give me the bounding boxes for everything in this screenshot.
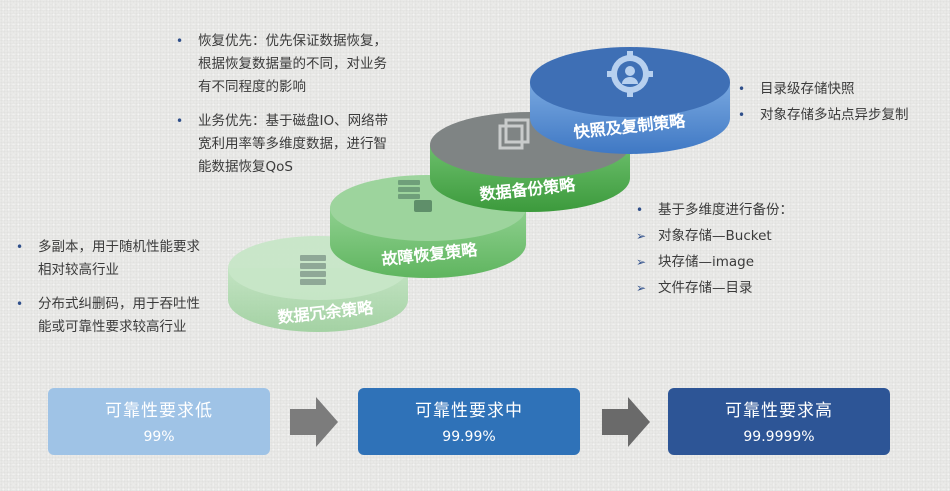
level-value: 99.99% xyxy=(442,429,496,445)
bullet-icon: • xyxy=(16,240,24,254)
note-multi-replica: • 多副本，用于随机性能要求 相对较高行业 xyxy=(14,236,234,282)
left-bottom-notes: • 多副本，用于随机性能要求 相对较高行业 • 分布式纠删码，用于吞吐性 能或可… xyxy=(14,236,234,350)
bullet-icon: • xyxy=(16,297,24,311)
person-gear-icon xyxy=(607,51,653,97)
note-text: 多副本，用于随机性能要求 相对较高行业 xyxy=(38,239,200,278)
note-backup-heading: • 基于多维度进行备份： xyxy=(634,199,834,222)
arrow-bullet-icon: ➢ xyxy=(636,229,647,243)
level-box-medium: 可靠性要求中 99.99% xyxy=(358,388,580,455)
note-text: 分布式纠删码，用于吞吐性 能或可靠性要求较高行业 xyxy=(38,296,200,335)
bullet-icon: • xyxy=(738,82,746,96)
note-object-replication: • 对象存储多站点异步复制 xyxy=(736,104,946,127)
note-text: 对象存储—Bucket xyxy=(658,228,772,244)
note-erasure-code: • 分布式纠删码，用于吞吐性 能或可靠性要求较高行业 xyxy=(14,293,234,339)
bullet-icon: • xyxy=(176,34,184,48)
note-text: 业务优先：基于磁盘IO、网络带 宽利用率等多维度数据，进行智 能数据恢复QoS xyxy=(198,113,389,175)
bullet-icon: • xyxy=(738,108,746,122)
note-backup-file: ➢ 文件存储—目录 xyxy=(634,277,834,300)
server-rack-icon xyxy=(300,255,326,285)
arrow-bullet-icon: ➢ xyxy=(636,255,647,269)
arrow-right-icon xyxy=(602,397,650,447)
note-backup-block: ➢ 块存储—image xyxy=(634,251,834,274)
arrow-right-icon xyxy=(290,397,338,447)
left-top-notes: • 恢复优先：优先保证数据恢复， 根据恢复数据量的不同，对业务 有不同程度的影响… xyxy=(174,30,434,190)
server-restore-icon xyxy=(398,180,432,212)
note-business-first: • 业务优先：基于磁盘IO、网络带 宽利用率等多维度数据，进行智 能数据恢复Qo… xyxy=(174,110,434,179)
level-box-low: 可靠性要求低 99% xyxy=(48,388,270,455)
disk-fault-recovery: 故障恢复策略 xyxy=(330,175,526,278)
note-text: 对象存储多站点异步复制 xyxy=(760,107,909,123)
note-text: 恢复优先：优先保证数据恢复， 根据恢复数据量的不同，对业务 有不同程度的影响 xyxy=(198,33,387,95)
note-text: 块存储—image xyxy=(658,254,755,270)
right-top-notes: • 目录级存储快照 • 对象存储多站点异步复制 xyxy=(736,78,946,130)
note-text: 目录级存储快照 xyxy=(760,81,855,97)
strategy-staircase: 数据冗余策略 故障恢复策略 数据备份策略 xyxy=(228,47,730,332)
level-box-high: 可靠性要求高 99.9999% xyxy=(668,388,890,455)
note-text: 文件存储—目录 xyxy=(658,280,753,296)
note-text: 基于多维度进行备份： xyxy=(658,202,793,218)
note-backup-object: ➢ 对象存储—Bucket xyxy=(634,225,834,248)
level-value: 99.9999% xyxy=(743,429,815,445)
bullet-icon: • xyxy=(636,203,644,217)
level-title: 可靠性要求中 xyxy=(415,401,523,421)
level-title: 可靠性要求高 xyxy=(725,401,833,421)
right-middle-notes: • 基于多维度进行备份： ➢ 对象存储—Bucket ➢ 块存储—image ➢… xyxy=(634,199,834,303)
level-value: 99% xyxy=(143,429,175,445)
disk-snapshot-replication: 快照及复制策略 xyxy=(530,47,730,154)
bullet-icon: • xyxy=(176,114,184,128)
backup-copy-icon xyxy=(498,118,530,150)
arrow-bullet-icon: ➢ xyxy=(636,281,647,295)
level-title: 可靠性要求低 xyxy=(105,401,213,421)
note-dir-snapshot: • 目录级存储快照 xyxy=(736,78,946,101)
note-recovery-first: • 恢复优先：优先保证数据恢复， 根据恢复数据量的不同，对业务 有不同程度的影响 xyxy=(174,30,434,99)
